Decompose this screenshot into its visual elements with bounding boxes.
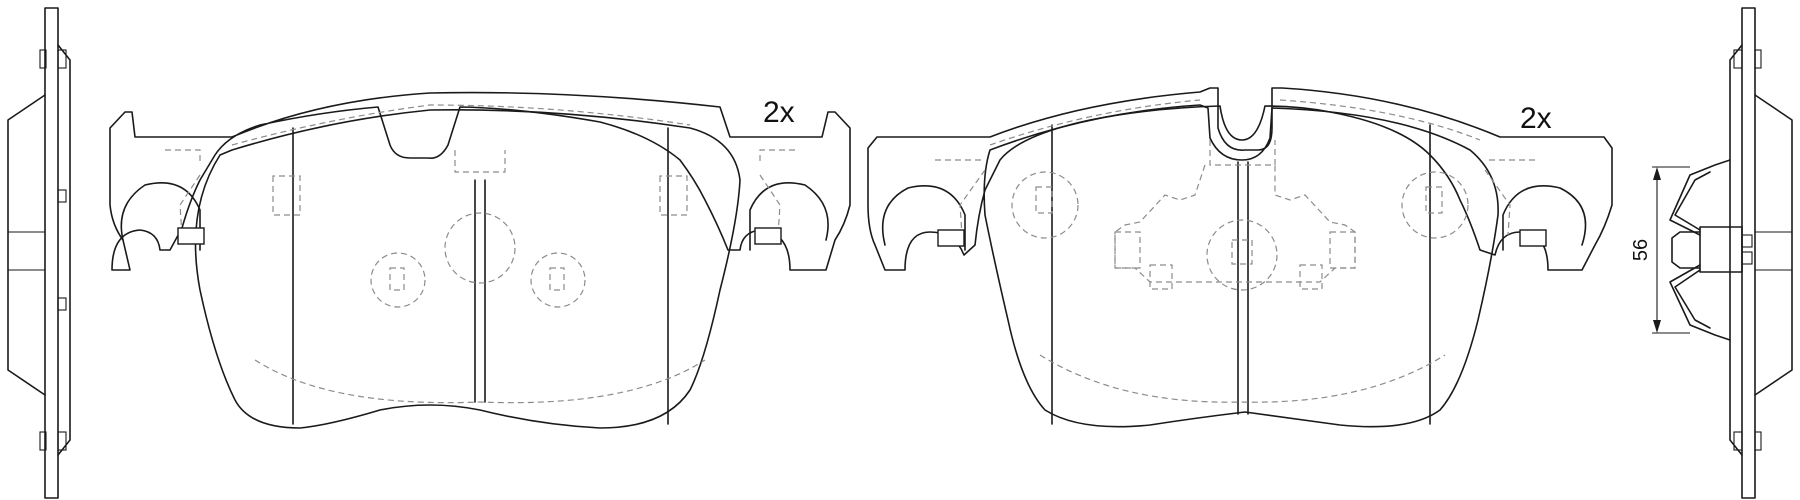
- left-brake-pad: 2x: [109, 91, 851, 429]
- right-side-profile: 56: [1630, 7, 1793, 499]
- left-pad-quantity-label: 2x: [763, 96, 795, 129]
- right-pad-quantity-label: 2x: [1520, 102, 1552, 135]
- right-brake-pad: 2x: [867, 87, 1613, 428]
- left-side-profile: [7, 7, 71, 499]
- spring-clip-dimension-label: 56: [1630, 239, 1652, 261]
